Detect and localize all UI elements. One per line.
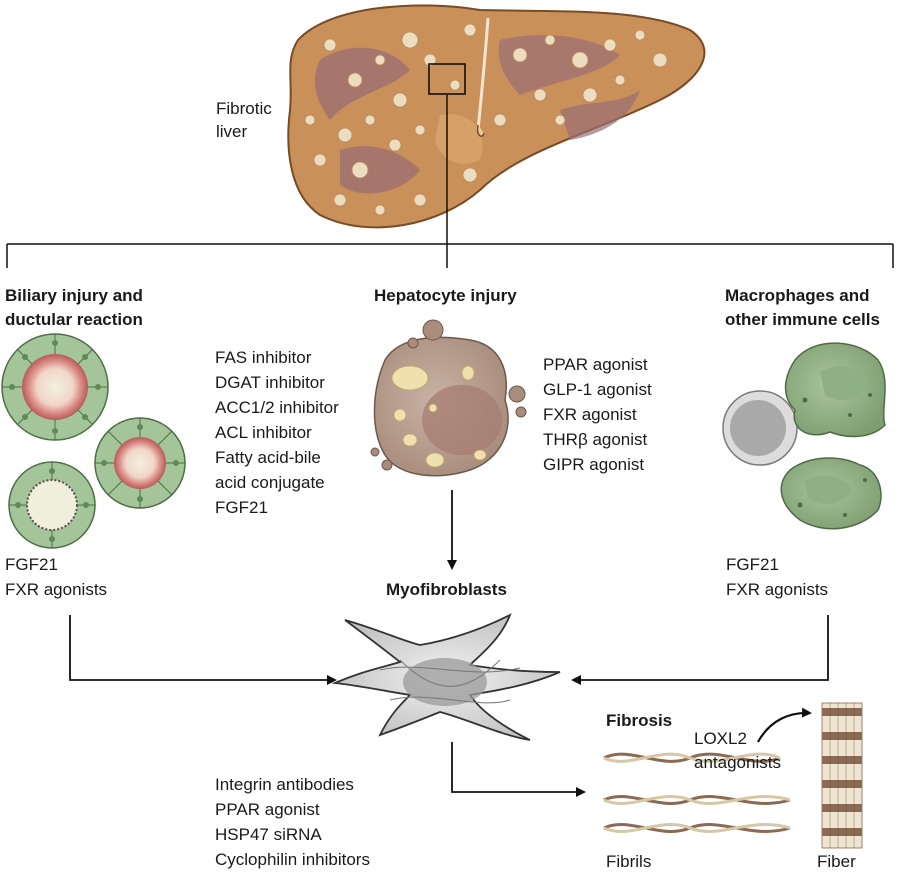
hepatocyte-title: Hepatocyte injury [374, 286, 517, 305]
immune-title-line1: Macrophages and [725, 286, 870, 305]
treatment-item: PPAR agonist [543, 355, 648, 374]
treatment-item: FAS inhibitor [215, 348, 312, 367]
treatment-item: acid conjugate [215, 473, 325, 492]
fibrotic-liver-illustration [287, 4, 706, 229]
treatment-item: GIPR agonist [543, 455, 645, 474]
injured-hepatocyte-illustration [370, 319, 527, 477]
myofibroblast-treatments: Integrin antibodies PPAR agonist HSP47 s… [215, 772, 370, 872]
treatment-item: ACC1/2 inhibitor [215, 398, 339, 417]
immune-title-line2: other immune cells [725, 310, 880, 329]
liver-branch-connector [6, 94, 894, 268]
myofibroblast-illustration [331, 613, 561, 741]
fibrosis-title: Fibrosis [606, 711, 673, 730]
biliary-treatments: FGF21 FXR agonists [5, 552, 107, 602]
treatment-item: FGF21 [215, 498, 268, 517]
treatment-item: PPAR agonist [215, 800, 320, 819]
treatment-item: DGAT inhibitor [215, 373, 325, 392]
treatment-item: ACL inhibitor [215, 423, 312, 442]
fibrotic-liver-label-line1: Fibrotic [216, 99, 272, 118]
loxl2-label-line1: LOXL2 [694, 729, 747, 748]
treatment-item: Integrin antibodies [215, 775, 354, 794]
loxl2-label-line2: antagonists [694, 753, 781, 772]
treatment-item: HSP47 siRNA [215, 825, 322, 844]
treatment-item: FGF21 [726, 555, 779, 574]
immune-cells-illustration [722, 342, 886, 530]
arrow-immune-to-myofibroblasts [571, 615, 829, 685]
arrow-loxl2-to-fiber [757, 707, 812, 743]
fiber-illustration [821, 702, 863, 849]
fibrils-illustration [603, 752, 791, 833]
arrow-myofibroblasts-to-fibrosis [451, 742, 586, 797]
immune-treatments: FGF21 FXR agonists [726, 552, 828, 602]
treatment-item: THRβ agonist [543, 430, 648, 449]
arrow-biliary-to-myofibroblasts [69, 615, 337, 685]
biliary-title-line1: Biliary injury and [5, 286, 143, 305]
biliary-duct-illustration [1, 333, 186, 549]
treatment-item: Fatty acid-bile [215, 448, 321, 467]
biliary-title-line2: ductular reaction [5, 310, 143, 329]
treatment-item: Cyclophilin inhibitors [215, 850, 370, 869]
myofibroblasts-title: Myofibroblasts [386, 580, 507, 599]
hepatocyte-left-treatments: FAS inhibitor DGAT inhibitor ACC1/2 inhi… [215, 345, 339, 520]
treatment-item: FXR agonists [5, 580, 108, 599]
hepatocyte-right-treatments: PPAR agonist GLP-1 agonist FXR agonist T… [543, 352, 652, 477]
fiber-label: Fiber [817, 852, 856, 871]
fibrils-label: Fibrils [606, 852, 652, 871]
treatment-item: FGF21 [5, 555, 58, 574]
treatment-item: FXR agonists [726, 580, 829, 599]
treatment-item: GLP-1 agonist [543, 380, 652, 399]
treatment-item: FXR agonist [543, 405, 637, 424]
fibrotic-liver-label-line2: liver [216, 122, 248, 141]
